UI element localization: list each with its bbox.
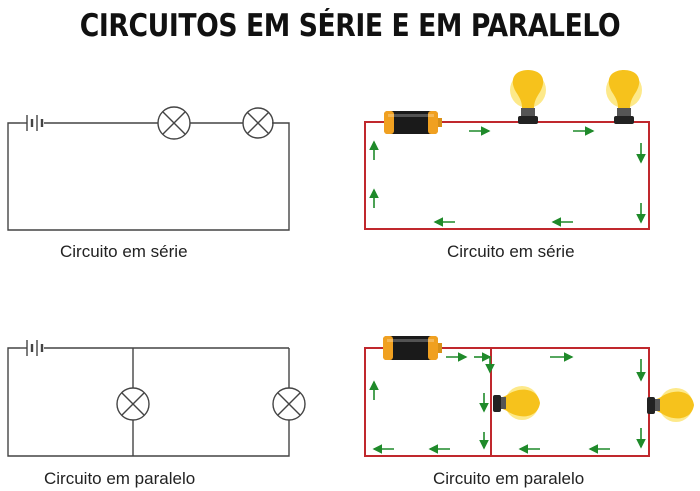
parallel-illustration — [364, 336, 694, 457]
battery-icon — [384, 111, 442, 134]
parallel-schematic — [7, 340, 306, 457]
series-schematic-caption: Circuito em série — [60, 242, 188, 261]
series-circuit-wire — [364, 121, 650, 230]
light-bulb-icon — [606, 70, 642, 124]
parallel-schematic-wire — [7, 347, 290, 457]
parallel-schematic-caption: Circuito em paralelo — [44, 469, 196, 488]
page-title: CIRCUITOS EM SÉRIE E EM PARALELO — [79, 8, 621, 44]
series-schematic — [7, 106, 290, 231]
light-bulb-icon — [510, 70, 546, 124]
lamp-symbol — [242, 107, 274, 139]
series-illustration — [364, 70, 650, 230]
lamp-symbol — [116, 387, 150, 421]
light-bulb-icon — [493, 386, 540, 420]
lamp-symbol — [272, 387, 306, 421]
series-schematic-wire — [7, 122, 290, 231]
series-illustration-caption: Circuito em série — [447, 242, 575, 261]
battery-symbol — [20, 115, 44, 131]
battery-symbol — [20, 340, 44, 356]
parallel-illustration-caption: Circuito em paralelo — [433, 469, 585, 488]
lamp-symbol — [157, 106, 191, 140]
light-bulb-icon — [647, 388, 694, 422]
battery-icon — [383, 336, 442, 360]
